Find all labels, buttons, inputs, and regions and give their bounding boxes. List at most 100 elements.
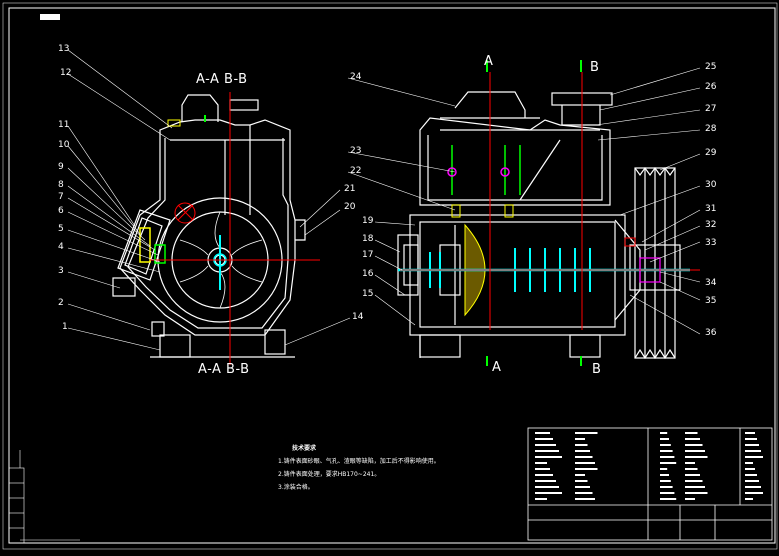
callout-13: 13 bbox=[58, 44, 70, 54]
title-block-cell bbox=[575, 492, 593, 494]
title-block-cell bbox=[535, 444, 556, 446]
title-block-cell bbox=[575, 480, 588, 482]
title-block-cell bbox=[535, 486, 559, 488]
title-block-cell bbox=[685, 462, 695, 464]
callout-3: 3 bbox=[58, 266, 64, 276]
title-block-cell bbox=[535, 438, 553, 440]
section-markers bbox=[486, 60, 582, 366]
title-block-cell bbox=[575, 462, 595, 464]
callout-2: 2 bbox=[58, 298, 64, 308]
title-block-cell bbox=[685, 474, 700, 476]
left-colored-details bbox=[139, 115, 227, 290]
title-block-cell bbox=[575, 486, 590, 488]
title-block-cell bbox=[535, 432, 550, 434]
title-block-cell bbox=[685, 492, 708, 494]
callout-12: 12 bbox=[60, 68, 72, 78]
left-leaders bbox=[67, 49, 351, 351]
title-block bbox=[527, 427, 773, 541]
callout-1: 1 bbox=[62, 322, 68, 332]
callout-27: 27 bbox=[705, 104, 717, 114]
title-block-cell bbox=[685, 468, 698, 470]
callout-18: 18 bbox=[362, 234, 374, 244]
callout-10: 10 bbox=[58, 140, 70, 150]
title-block-cell bbox=[685, 432, 698, 434]
title-block-cell bbox=[660, 432, 668, 434]
title-block-cell bbox=[685, 456, 708, 458]
callout-29: 29 bbox=[705, 148, 717, 158]
section-label-a-top: A bbox=[484, 54, 494, 69]
callout-7: 7 bbox=[58, 192, 64, 202]
title-block-cell bbox=[660, 462, 677, 464]
title-block-cell bbox=[745, 432, 755, 434]
notes-line: 3.涂装合格。 bbox=[278, 484, 314, 491]
section-label-b-bottom: B bbox=[592, 362, 602, 377]
callout-22: 22 bbox=[350, 166, 362, 176]
callout-36: 36 bbox=[705, 328, 717, 338]
callout-23: 23 bbox=[350, 146, 362, 156]
title-block-cell bbox=[745, 498, 753, 500]
title-block-cell bbox=[745, 474, 757, 476]
right-section-view bbox=[397, 91, 681, 360]
callout-16: 16 bbox=[362, 269, 374, 279]
section-label-left-bottom: A-A B-B bbox=[198, 362, 250, 377]
title-block-cell bbox=[685, 450, 705, 452]
title-block-cell bbox=[660, 498, 677, 500]
margin-tag bbox=[8, 450, 80, 544]
callout-21: 21 bbox=[344, 184, 356, 194]
callout-26: 26 bbox=[705, 82, 717, 92]
callout-8: 8 bbox=[58, 180, 64, 190]
section-label-b-top: B bbox=[590, 60, 600, 75]
callout-15: 15 bbox=[362, 289, 374, 299]
title-block-cell bbox=[685, 486, 705, 488]
title-block-cell bbox=[535, 474, 553, 476]
callout-31: 31 bbox=[705, 204, 717, 214]
callout-14: 14 bbox=[352, 312, 364, 322]
section-label-left-top: A-A B-B bbox=[196, 72, 248, 87]
callout-20: 20 bbox=[344, 202, 356, 212]
callout-6: 6 bbox=[58, 206, 64, 216]
title-block-cell bbox=[535, 450, 559, 452]
title-block-rows bbox=[535, 432, 763, 500]
title-block-cell bbox=[535, 462, 547, 464]
title-block-cell bbox=[575, 432, 598, 434]
title-block-cell bbox=[575, 468, 598, 470]
callout-19: 19 bbox=[362, 216, 374, 226]
title-block-cell bbox=[745, 468, 755, 470]
callout-4: 4 bbox=[58, 242, 64, 252]
section-label-a-bottom: A bbox=[492, 360, 502, 375]
title-block-cell bbox=[685, 498, 695, 500]
right-centerlines bbox=[400, 72, 700, 330]
left-section-view bbox=[112, 94, 306, 358]
callout-24: 24 bbox=[350, 72, 362, 82]
title-block-cell bbox=[660, 474, 669, 476]
title-block-cell bbox=[685, 444, 703, 446]
callout-34: 34 bbox=[705, 278, 717, 288]
callout-25: 25 bbox=[705, 62, 717, 72]
title-block-cell bbox=[535, 492, 562, 494]
title-block-cell bbox=[660, 468, 668, 470]
corner-stamp bbox=[40, 14, 60, 20]
title-block-cell bbox=[660, 492, 675, 494]
title-block-cell bbox=[745, 480, 759, 482]
title-block-cell bbox=[575, 444, 588, 446]
title-block-cell bbox=[745, 444, 759, 446]
title-block-cell bbox=[575, 438, 585, 440]
callout-17: 17 bbox=[362, 250, 374, 260]
title-block-cell bbox=[660, 480, 671, 482]
title-block-cell bbox=[745, 492, 763, 494]
title-block-cell bbox=[535, 480, 556, 482]
title-block-cell bbox=[660, 438, 669, 440]
callout-11: 11 bbox=[58, 120, 70, 130]
technical-notes: 技术要求 1.铸件表面砂眼、气孔、渣眼等缺陷，加工后不得影响使用。 2.铸件表面… bbox=[278, 442, 440, 494]
title-block-cell bbox=[575, 456, 593, 458]
title-block-cell bbox=[535, 468, 550, 470]
title-block-cell bbox=[685, 438, 700, 440]
notes-line: 1.铸件表面砂眼、气孔、渣眼等缺陷，加工后不得影响使用。 bbox=[278, 458, 440, 465]
title-block-cell bbox=[535, 498, 547, 500]
callout-33: 33 bbox=[705, 238, 717, 248]
drawing-frame bbox=[8, 7, 776, 544]
title-block-cell bbox=[575, 450, 590, 452]
title-block-cell bbox=[575, 474, 585, 476]
